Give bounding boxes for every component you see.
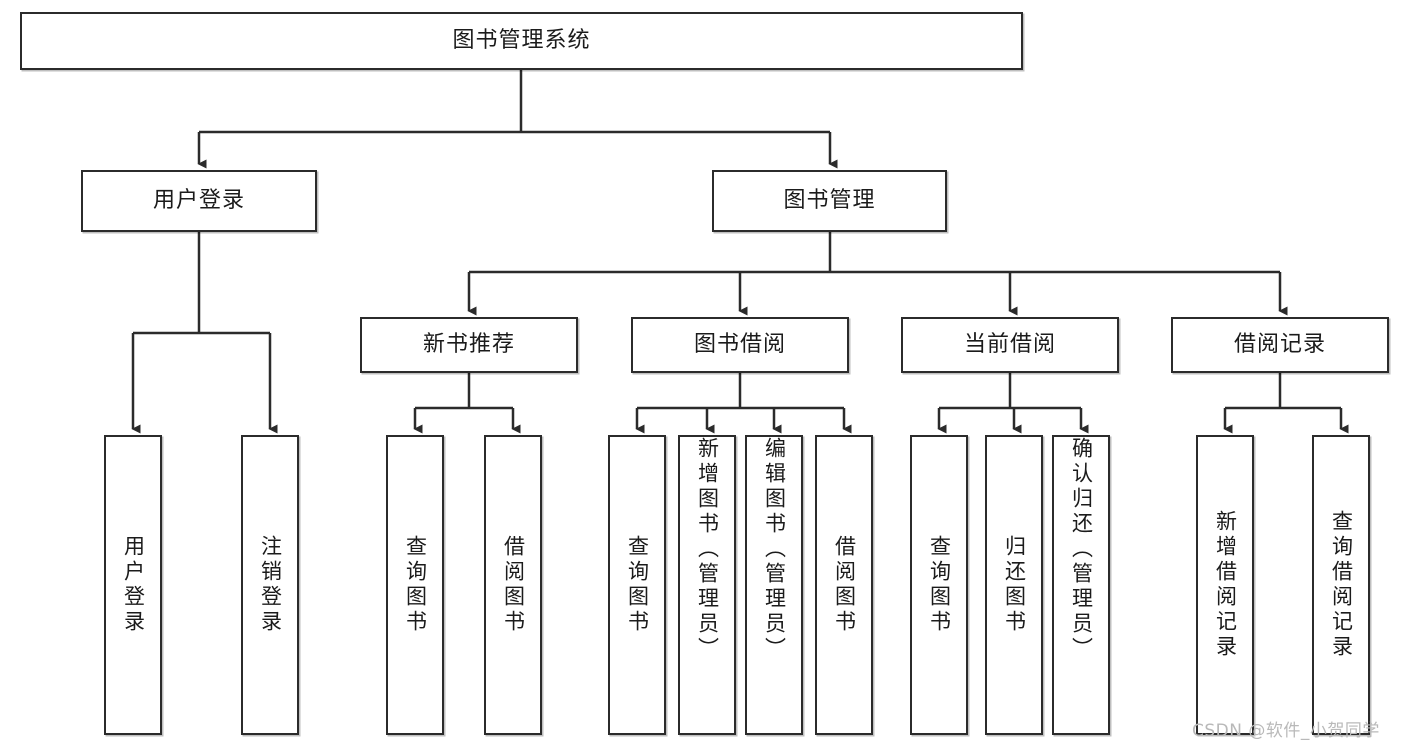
node-leaf-add-borrow-record-label: 新增借阅记录 <box>1213 510 1238 660</box>
node-leaf-query-borrow-record[interactable]: 查询借阅记录 <box>1312 435 1370 735</box>
node-leaf-add-book-label: 新增图书（管理员） <box>695 437 720 662</box>
node-book-manage-label: 图书管理 <box>783 188 876 214</box>
node-current-borrow-label: 当前借阅 <box>963 332 1056 358</box>
node-leaf-query-book-current[interactable]: 查询图书 <box>910 435 968 735</box>
node-new-book-recommend[interactable]: 新书推荐 <box>360 317 578 373</box>
node-borrow-record[interactable]: 借阅记录 <box>1171 317 1389 373</box>
node-leaf-logout[interactable]: 注销登录 <box>241 435 299 735</box>
node-current-borrow[interactable]: 当前借阅 <box>901 317 1119 373</box>
node-leaf-query-book-borrow-label: 查询图书 <box>625 535 650 635</box>
node-leaf-return-book[interactable]: 归还图书 <box>985 435 1043 735</box>
node-book-borrow-label: 图书借阅 <box>693 332 786 358</box>
node-user-login-label: 用户登录 <box>152 188 245 214</box>
node-leaf-borrow-book-recommend[interactable]: 借阅图书 <box>484 435 542 735</box>
node-leaf-add-book[interactable]: 新增图书（管理员） <box>678 435 736 735</box>
node-leaf-confirm-return-label: 确认归还（管理员） <box>1069 437 1094 662</box>
node-leaf-query-borrow-record-label: 查询借阅记录 <box>1329 510 1354 660</box>
node-leaf-borrow-book[interactable]: 借阅图书 <box>815 435 873 735</box>
node-leaf-query-book-borrow[interactable]: 查询图书 <box>608 435 666 735</box>
node-borrow-record-label: 借阅记录 <box>1233 332 1326 358</box>
node-root[interactable]: 图书管理系统 <box>20 12 1023 70</box>
node-leaf-query-book-recommend[interactable]: 查询图书 <box>386 435 444 735</box>
node-leaf-return-book-label: 归还图书 <box>1002 535 1027 635</box>
node-user-login[interactable]: 用户登录 <box>81 170 317 232</box>
node-leaf-edit-book-label: 编辑图书（管理员） <box>762 437 787 662</box>
node-leaf-borrow-book-label: 借阅图书 <box>832 535 857 635</box>
node-leaf-edit-book[interactable]: 编辑图书（管理员） <box>745 435 803 735</box>
node-leaf-borrow-book-recommend-label: 借阅图书 <box>501 535 526 635</box>
node-root-label: 图书管理系统 <box>452 28 591 54</box>
node-leaf-add-borrow-record[interactable]: 新增借阅记录 <box>1196 435 1254 735</box>
node-book-manage[interactable]: 图书管理 <box>712 170 947 232</box>
node-leaf-user-login[interactable]: 用户登录 <box>104 435 162 735</box>
node-book-borrow[interactable]: 图书借阅 <box>631 317 849 373</box>
node-leaf-logout-label: 注销登录 <box>258 535 283 635</box>
node-leaf-query-book-recommend-label: 查询图书 <box>403 535 428 635</box>
node-leaf-query-book-current-label: 查询图书 <box>927 535 952 635</box>
node-new-book-recommend-label: 新书推荐 <box>422 332 515 358</box>
node-leaf-user-login-label: 用户登录 <box>121 535 146 635</box>
node-leaf-confirm-return[interactable]: 确认归还（管理员） <box>1052 435 1110 735</box>
